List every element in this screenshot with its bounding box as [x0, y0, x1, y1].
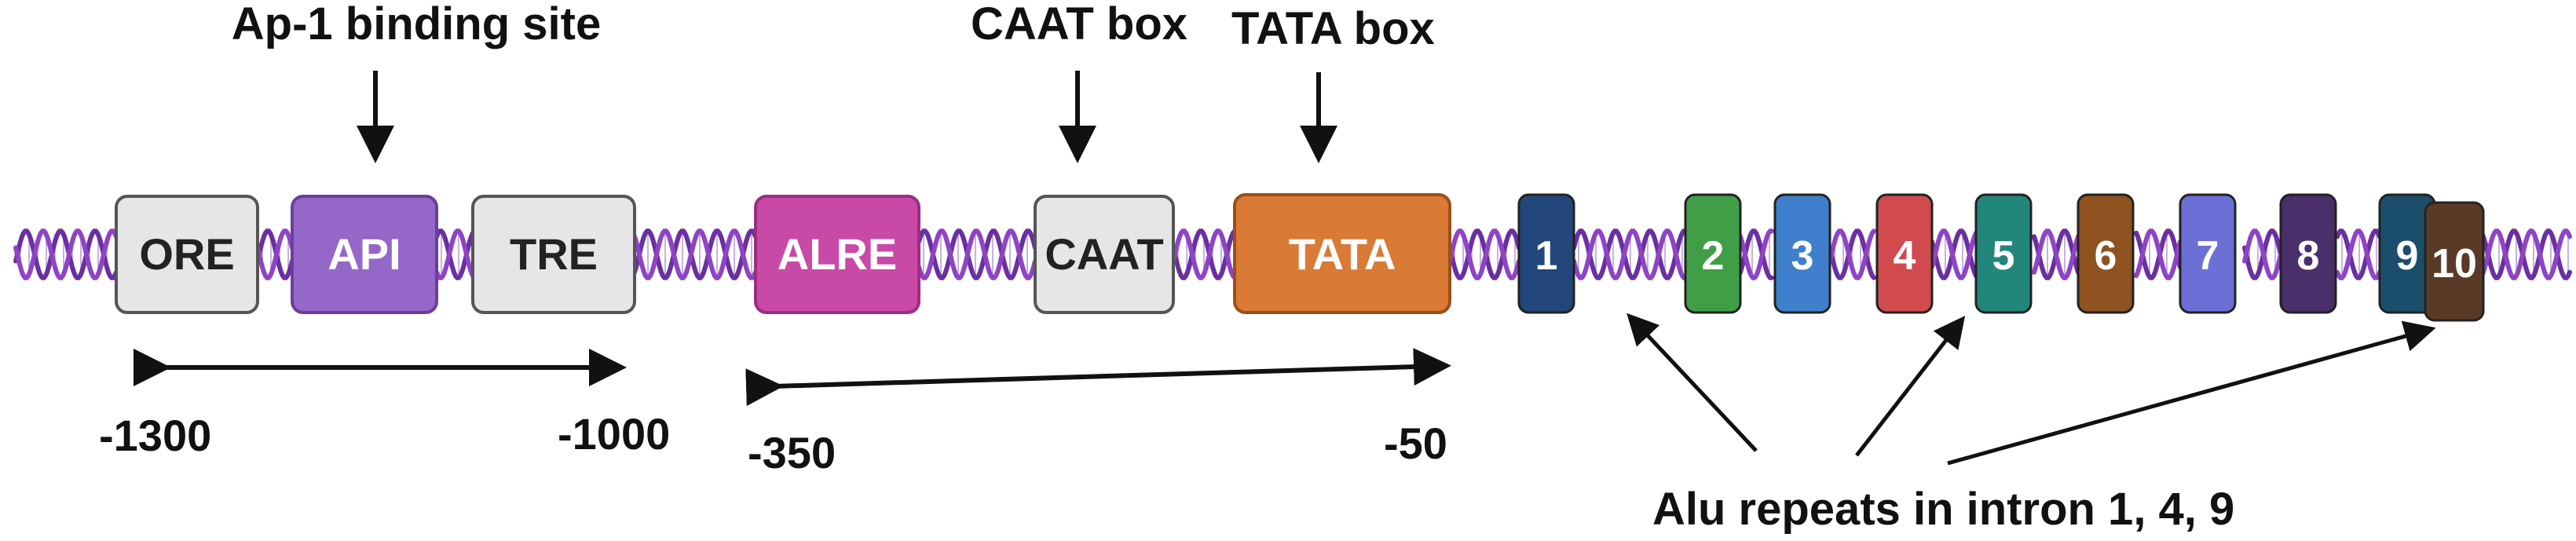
exon-6: 6	[2077, 193, 2135, 314]
exon-box	[1875, 193, 1934, 314]
range-arrow-350-50	[745, 348, 1451, 407]
ore-element: ORE	[115, 195, 259, 314]
position-minus-1000: -1000	[558, 409, 670, 459]
exon-number: 9	[2396, 233, 2419, 279]
dna-strand	[917, 228, 1037, 280]
exon-number: 3	[1791, 233, 1814, 279]
exon-10: 10	[2424, 201, 2485, 322]
api-label: API	[327, 229, 401, 279]
exon-box	[2077, 193, 2135, 314]
exon-number: 2	[1702, 233, 1725, 279]
exon-7: 7	[2179, 193, 2237, 314]
dna-strand	[2134, 228, 2183, 280]
dna-strand	[1828, 228, 1876, 280]
tata-label: TATA	[1289, 229, 1396, 279]
alu-repeats-label: Alu repeats in intron 1, 4, 9	[1652, 484, 2234, 535]
exon-5: 5	[1974, 193, 2033, 314]
dna-strand	[255, 228, 295, 280]
exon-4: 4	[1875, 193, 1934, 314]
exon-8: 8	[2279, 193, 2337, 314]
ap1-binding-site-label: Ap-1 binding site	[232, 0, 601, 49]
exon-box	[1684, 193, 1742, 314]
caat-label: CAAT	[1045, 229, 1163, 279]
exon-number: 6	[2095, 233, 2117, 279]
dna-strand	[1572, 228, 1688, 280]
exon-box	[2424, 201, 2485, 322]
exon-number: 7	[2197, 233, 2219, 279]
dna-strand	[632, 228, 758, 280]
exon-number: 4	[1894, 233, 1916, 279]
dna-helix	[13, 228, 2572, 280]
position-minus-50: -50	[1384, 419, 1447, 468]
exon-3: 3	[1773, 193, 1831, 314]
exon-number: 5	[1992, 233, 2015, 279]
api-element: API	[291, 195, 438, 314]
caat-element: CAAT	[1034, 195, 1175, 314]
exon-box	[1974, 193, 2033, 314]
exon-box	[1773, 193, 1831, 314]
dna-strand	[1930, 228, 1978, 280]
alu-arrow-intron-9	[1947, 320, 2436, 466]
alu-arrow-intron-4	[1855, 316, 1966, 457]
exon-9: 9	[2378, 193, 2436, 314]
exon-group: 1 2 3 4 5 6 7 8 9 10	[1517, 193, 2485, 322]
exon-number: 10	[2431, 241, 2477, 287]
dna-strand	[1447, 228, 1521, 280]
exon-box	[2179, 193, 2237, 314]
dna-strand	[1736, 228, 1774, 280]
ore-label: ORE	[139, 229, 234, 279]
dna-strand	[632, 228, 758, 280]
dna-strand	[1572, 228, 1688, 280]
exon-box	[1517, 193, 1575, 314]
exon-number: 1	[1535, 233, 1558, 279]
dna-strand	[13, 228, 119, 280]
exon-box	[2279, 193, 2337, 314]
exon-2: 2	[1684, 193, 1742, 314]
dna-strand	[1171, 228, 1237, 280]
exon-1: 1	[1517, 193, 1575, 314]
dna-strand	[13, 228, 119, 280]
position-minus-350: -350	[748, 428, 836, 477]
dna-strand	[2032, 228, 2080, 280]
caat-box-label: CAAT box	[971, 0, 1187, 49]
alre-label: ALRE	[778, 229, 897, 279]
alu-arrow-intron-1	[1626, 313, 1758, 452]
position-minus-1300: -1300	[99, 411, 211, 460]
dna-strand	[1171, 228, 1237, 280]
dna-strand	[1447, 228, 1521, 280]
alre-element: ALRE	[754, 195, 920, 314]
dna-strand	[2335, 228, 2382, 280]
tre-element: TRE	[471, 195, 636, 314]
tre-label: TRE	[510, 229, 598, 279]
dna-strand	[434, 228, 475, 280]
tata-element: TATA	[1233, 193, 1451, 314]
dna-strand	[917, 228, 1037, 280]
tata-box-label: TATA box	[1231, 3, 1435, 54]
dna-strand	[2335, 228, 2382, 280]
dna-strand	[2242, 228, 2283, 280]
dna-strand	[255, 228, 295, 280]
exon-number: 8	[2297, 233, 2320, 279]
